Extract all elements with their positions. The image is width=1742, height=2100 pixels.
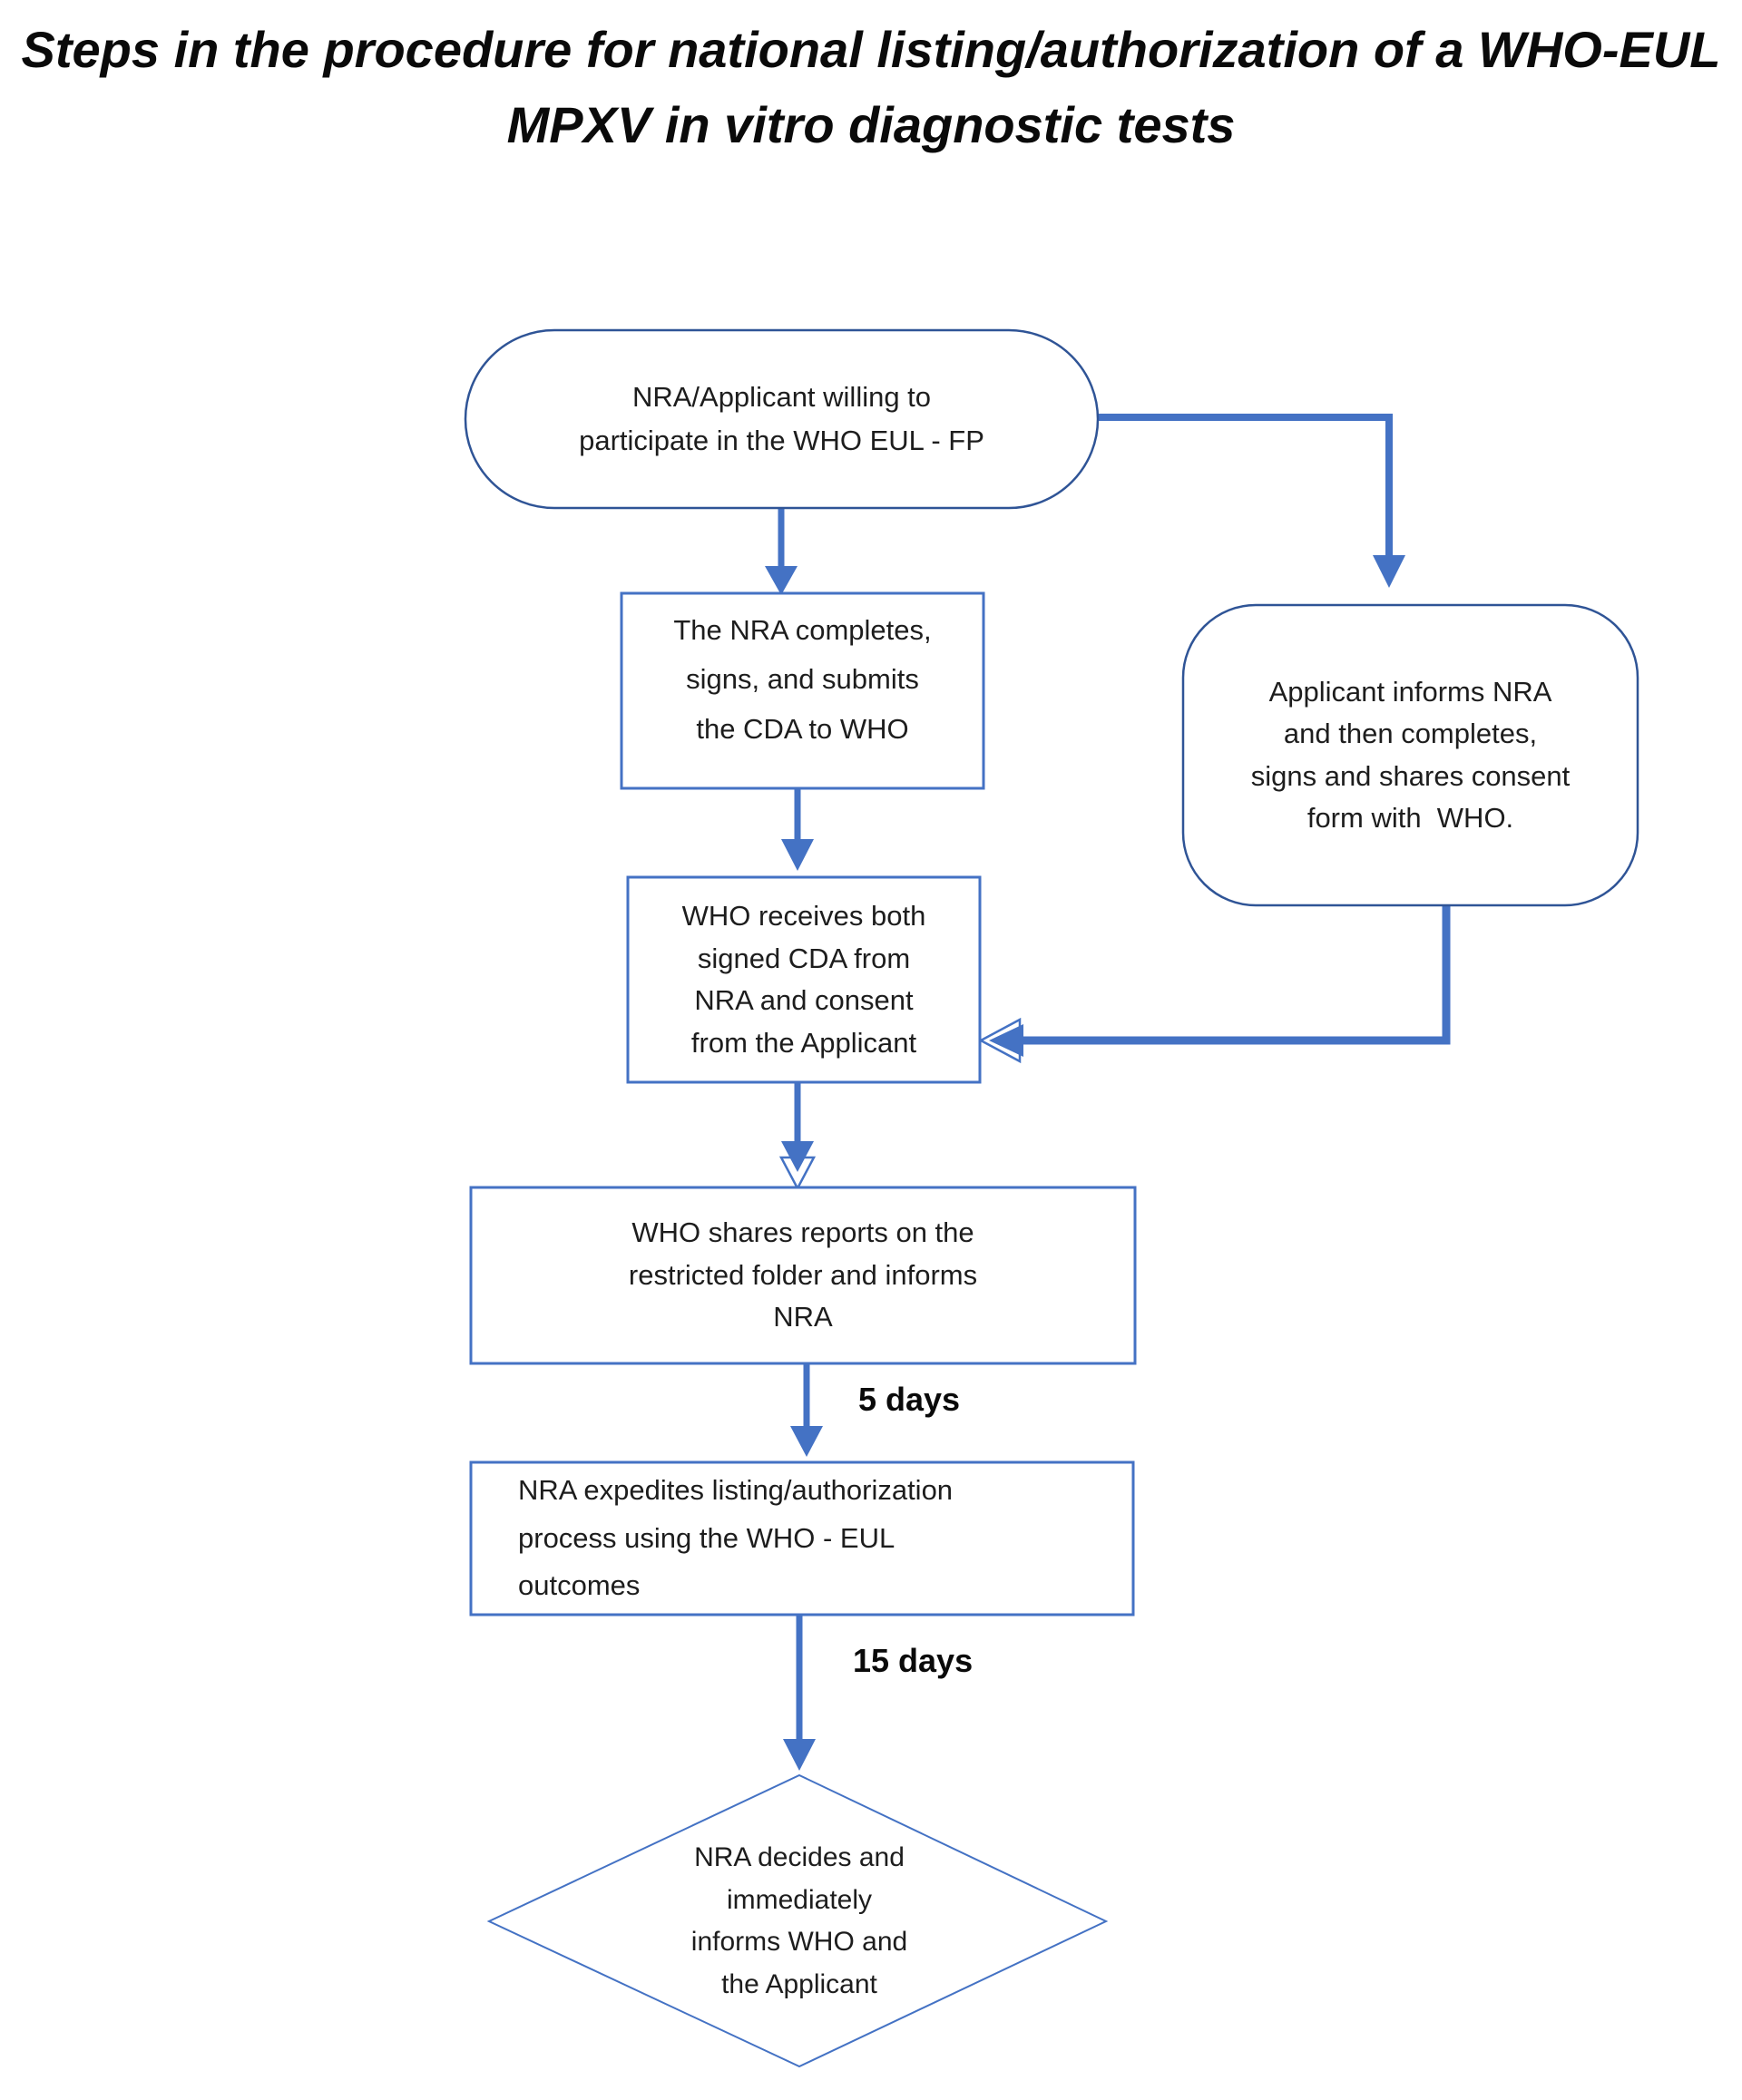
- node-who-shares-label: WHO shares reports on the restricted fol…: [628, 1216, 978, 1333]
- node-start-stadium: [464, 328, 1100, 510]
- node-nra-expedites-label: NRA expedites listing/authorization proc…: [518, 1473, 954, 1602]
- edge-consent-to-receives: [1023, 905, 1451, 1045]
- node-who-receives-rect: [626, 875, 982, 1084]
- connector-lines: [778, 414, 1451, 1740]
- page-title: Steps in the procedure for national list…: [21, 21, 1721, 153]
- edge-label-15-days: 15 days: [853, 1642, 974, 1679]
- arrowhead-left-icon: [989, 1024, 1023, 1057]
- node-shapes: [464, 328, 1639, 2068]
- node-applicant-consent-label: Applicant informs NRA and then completes…: [1250, 675, 1571, 835]
- node-start-label: NRA/Applicant willing to participate in …: [579, 380, 984, 456]
- edge-start-to-consent: [1098, 414, 1393, 559]
- arrowhead-down-icon: [781, 839, 814, 871]
- arrowhead-down-icon: [781, 1141, 814, 1172]
- node-applicant-consent-rounded: [1181, 603, 1639, 907]
- arrowhead-down-icon: [1373, 555, 1405, 588]
- node-nra-cda-label: The NRA completes, signs, and submits th…: [673, 614, 932, 745]
- arrowheads: [765, 555, 1405, 1771]
- node-who-shares-rect: [469, 1186, 1137, 1365]
- edge-label-5-days: 5 days: [858, 1381, 961, 1418]
- node-who-receives-label: WHO receives both signed CDA from NRA an…: [681, 900, 926, 1059]
- node-nra-decides-label: NRA decides and immediately informs WHO …: [690, 1842, 908, 1999]
- arrowhead-down-icon: [790, 1426, 823, 1457]
- arrowhead-down-icon: [783, 1739, 816, 1771]
- arrowhead-down-icon: [765, 566, 798, 595]
- node-nra-cda-rect: [620, 591, 985, 790]
- node-nra-decides-diamond: [486, 1773, 1109, 2068]
- node-nra-expedites-rect: [469, 1460, 1135, 1617]
